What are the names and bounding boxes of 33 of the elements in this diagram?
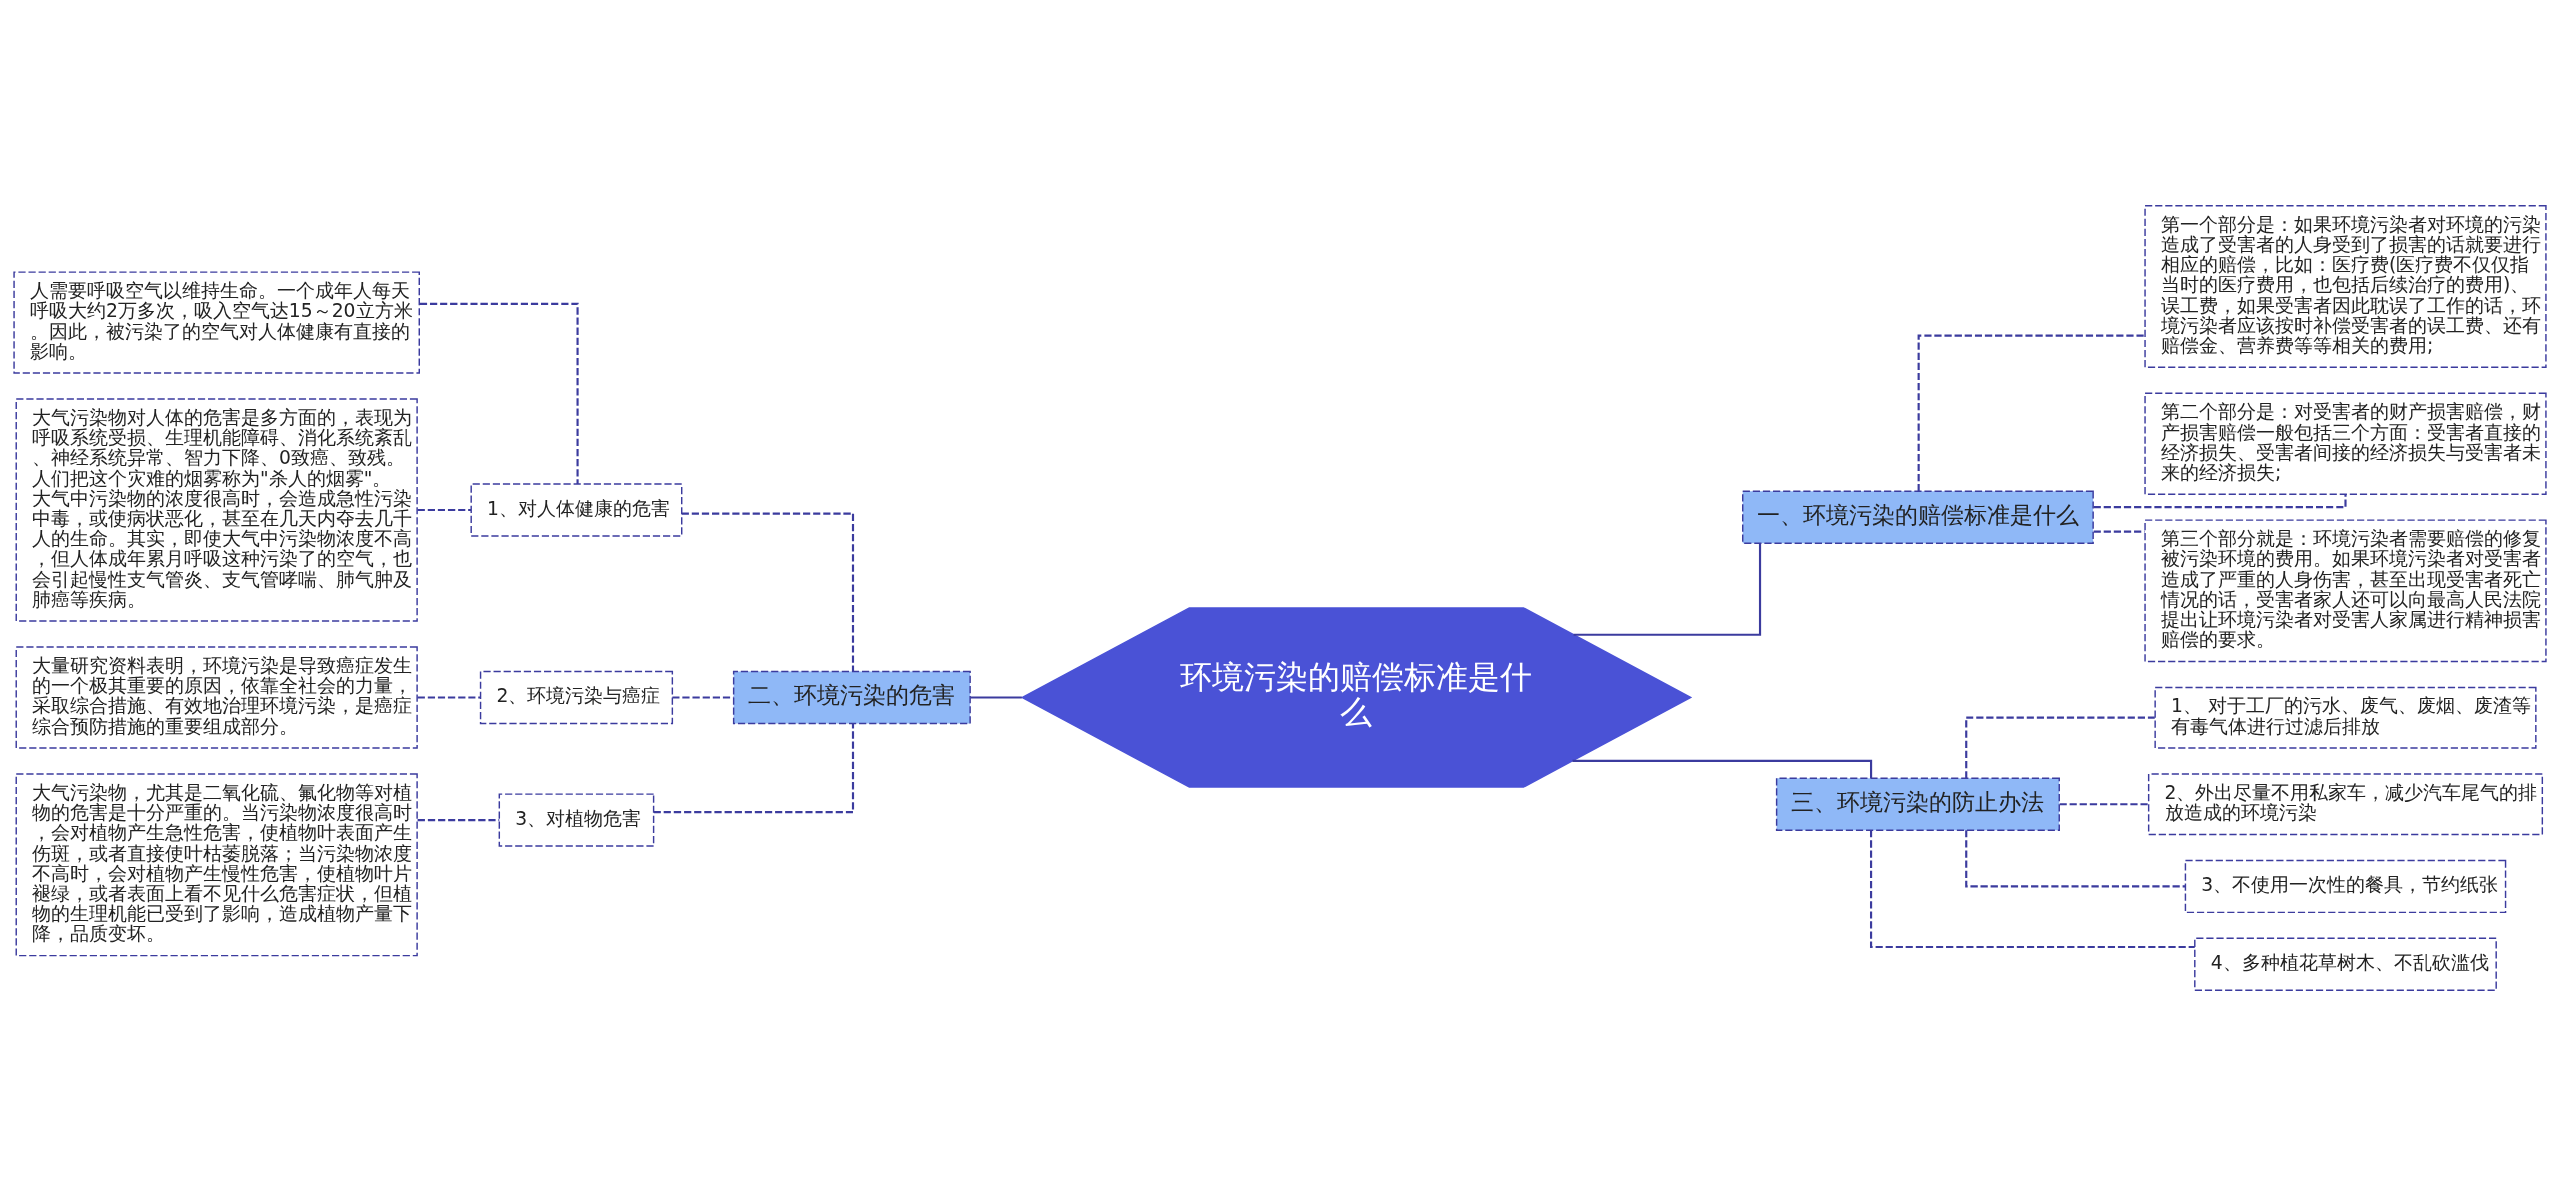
node-box: 1、对人体健康的危害 xyxy=(470,482,683,537)
connector xyxy=(419,302,579,484)
connector xyxy=(417,695,481,699)
node-box: 大量研究资料表明，环境污染是导致癌症发生的一个极其重要的原因，依靠全社会的力量，采取综合措施、有效地治理环境污染，是癌症综合预防措施的重要组成部分。 xyxy=(15,645,418,749)
node-box: 第一个部分是：如果环境污染者对环境的污染造成了受害者的人身受到了损害的话就要进行相应的赔偿，比如：医疗费(医疗费不仅仅指当时的医疗费用，也包括后续治疗的费用)、误工费，如果受害者因此耽误了工作的话，环境污染者应该按时补偿受害者的误工费、还有赔偿金、营养费等等相关的费用; xyxy=(2144,204,2547,368)
connector xyxy=(2059,802,2149,805)
connector xyxy=(1965,829,2186,887)
node-box: 2、环境污染与癌症 xyxy=(479,670,674,724)
node-box: 第三个部分就是：环境污染者需要赔偿的修复被污染环境的费用。如果环境污染者对受害者造成了严重的人身伤害，甚至出现受害者死亡情况的话，受害者家人还可以向最高人民法院提出让环境污染者对受害人家属进行精神损害赔偿的要求。 xyxy=(2144,518,2547,662)
connector xyxy=(681,512,855,671)
node-box: 3、不使用一次性的餐具，节约纸张 xyxy=(2184,859,2507,913)
node-box: 人需要呼吸空气以维持生命。一个成年人每天呼吸大约2万多次，吸入空气达15～20立方米。因此，被污染了的空气对人体健康有直接的影响。 xyxy=(13,270,420,374)
connector xyxy=(2093,493,2347,508)
node-box: 3、对植物危害 xyxy=(498,792,655,847)
connector xyxy=(1917,333,2145,491)
node-box: 4、多种植花草树木、不乱砍滥伐 xyxy=(2194,937,2497,991)
connector xyxy=(653,723,855,813)
connector xyxy=(417,818,500,821)
connector xyxy=(417,508,471,511)
node-box: 大气污染物，尤其是二氧化硫、氟化物等对植物的危害是十分严重的。当污染物浓度很高时，会对植物产生急性危害，使植物叶表面产生伤斑，或者直接使叶枯萎脱落；当污染物浓度不高时，会对植物产生慢性危害，使植物叶片褪绿，或者表面上看不见什么危害症状，但植物的生理机能已受到了影响，造成植物产量下降，品质变坏。 xyxy=(15,772,418,956)
node-box: 一、环境污染的赔偿标准是什么 xyxy=(1742,490,2094,544)
node-box: 2、外出尽量不用私家车，减少汽车尾气的排放造成的环境污染 xyxy=(2147,772,2544,835)
connector xyxy=(1965,716,2155,778)
connector xyxy=(2093,530,2145,533)
node-box: 二、环境污染的危害 xyxy=(732,670,971,724)
connector xyxy=(1870,829,2195,948)
connector xyxy=(1572,759,1873,778)
node-box: 大气污染物对人体的危害是多方面的，表现为呼吸系统受损、生理机能障碍、消化系统紊乱、神经系统异常、智力下降、0致癌、致残。人们把这个灾难的烟雾称为"杀人的烟雾"。大气中污染物的浓度很高时，会造成急性污染中毒，或使病状恶化，甚至在几天内夺去几千人的生命。其实，即使大气中污染物浓度不高，但人体成年累月呼吸这种污染了的空气，也会引起慢性支气管炎、支气管哮喘、肺气肿及肺癌等疾病。 xyxy=(15,397,418,622)
connector xyxy=(970,695,1022,699)
connector xyxy=(1573,542,1762,636)
node-box: 1、 对于工厂的污水、废气、废烟、废渣等有毒气体进行过滤后排放 xyxy=(2154,686,2537,749)
node-box: 三、环境污染的防止办法 xyxy=(1775,777,2060,831)
node-box: 第二个部分是：对受害者的财产损害赔偿，财产损害赔偿一般包括三个方面：受害者直接的经济损失、受害者间接的经济损失与受害者未来的经济损失; xyxy=(2144,392,2547,495)
